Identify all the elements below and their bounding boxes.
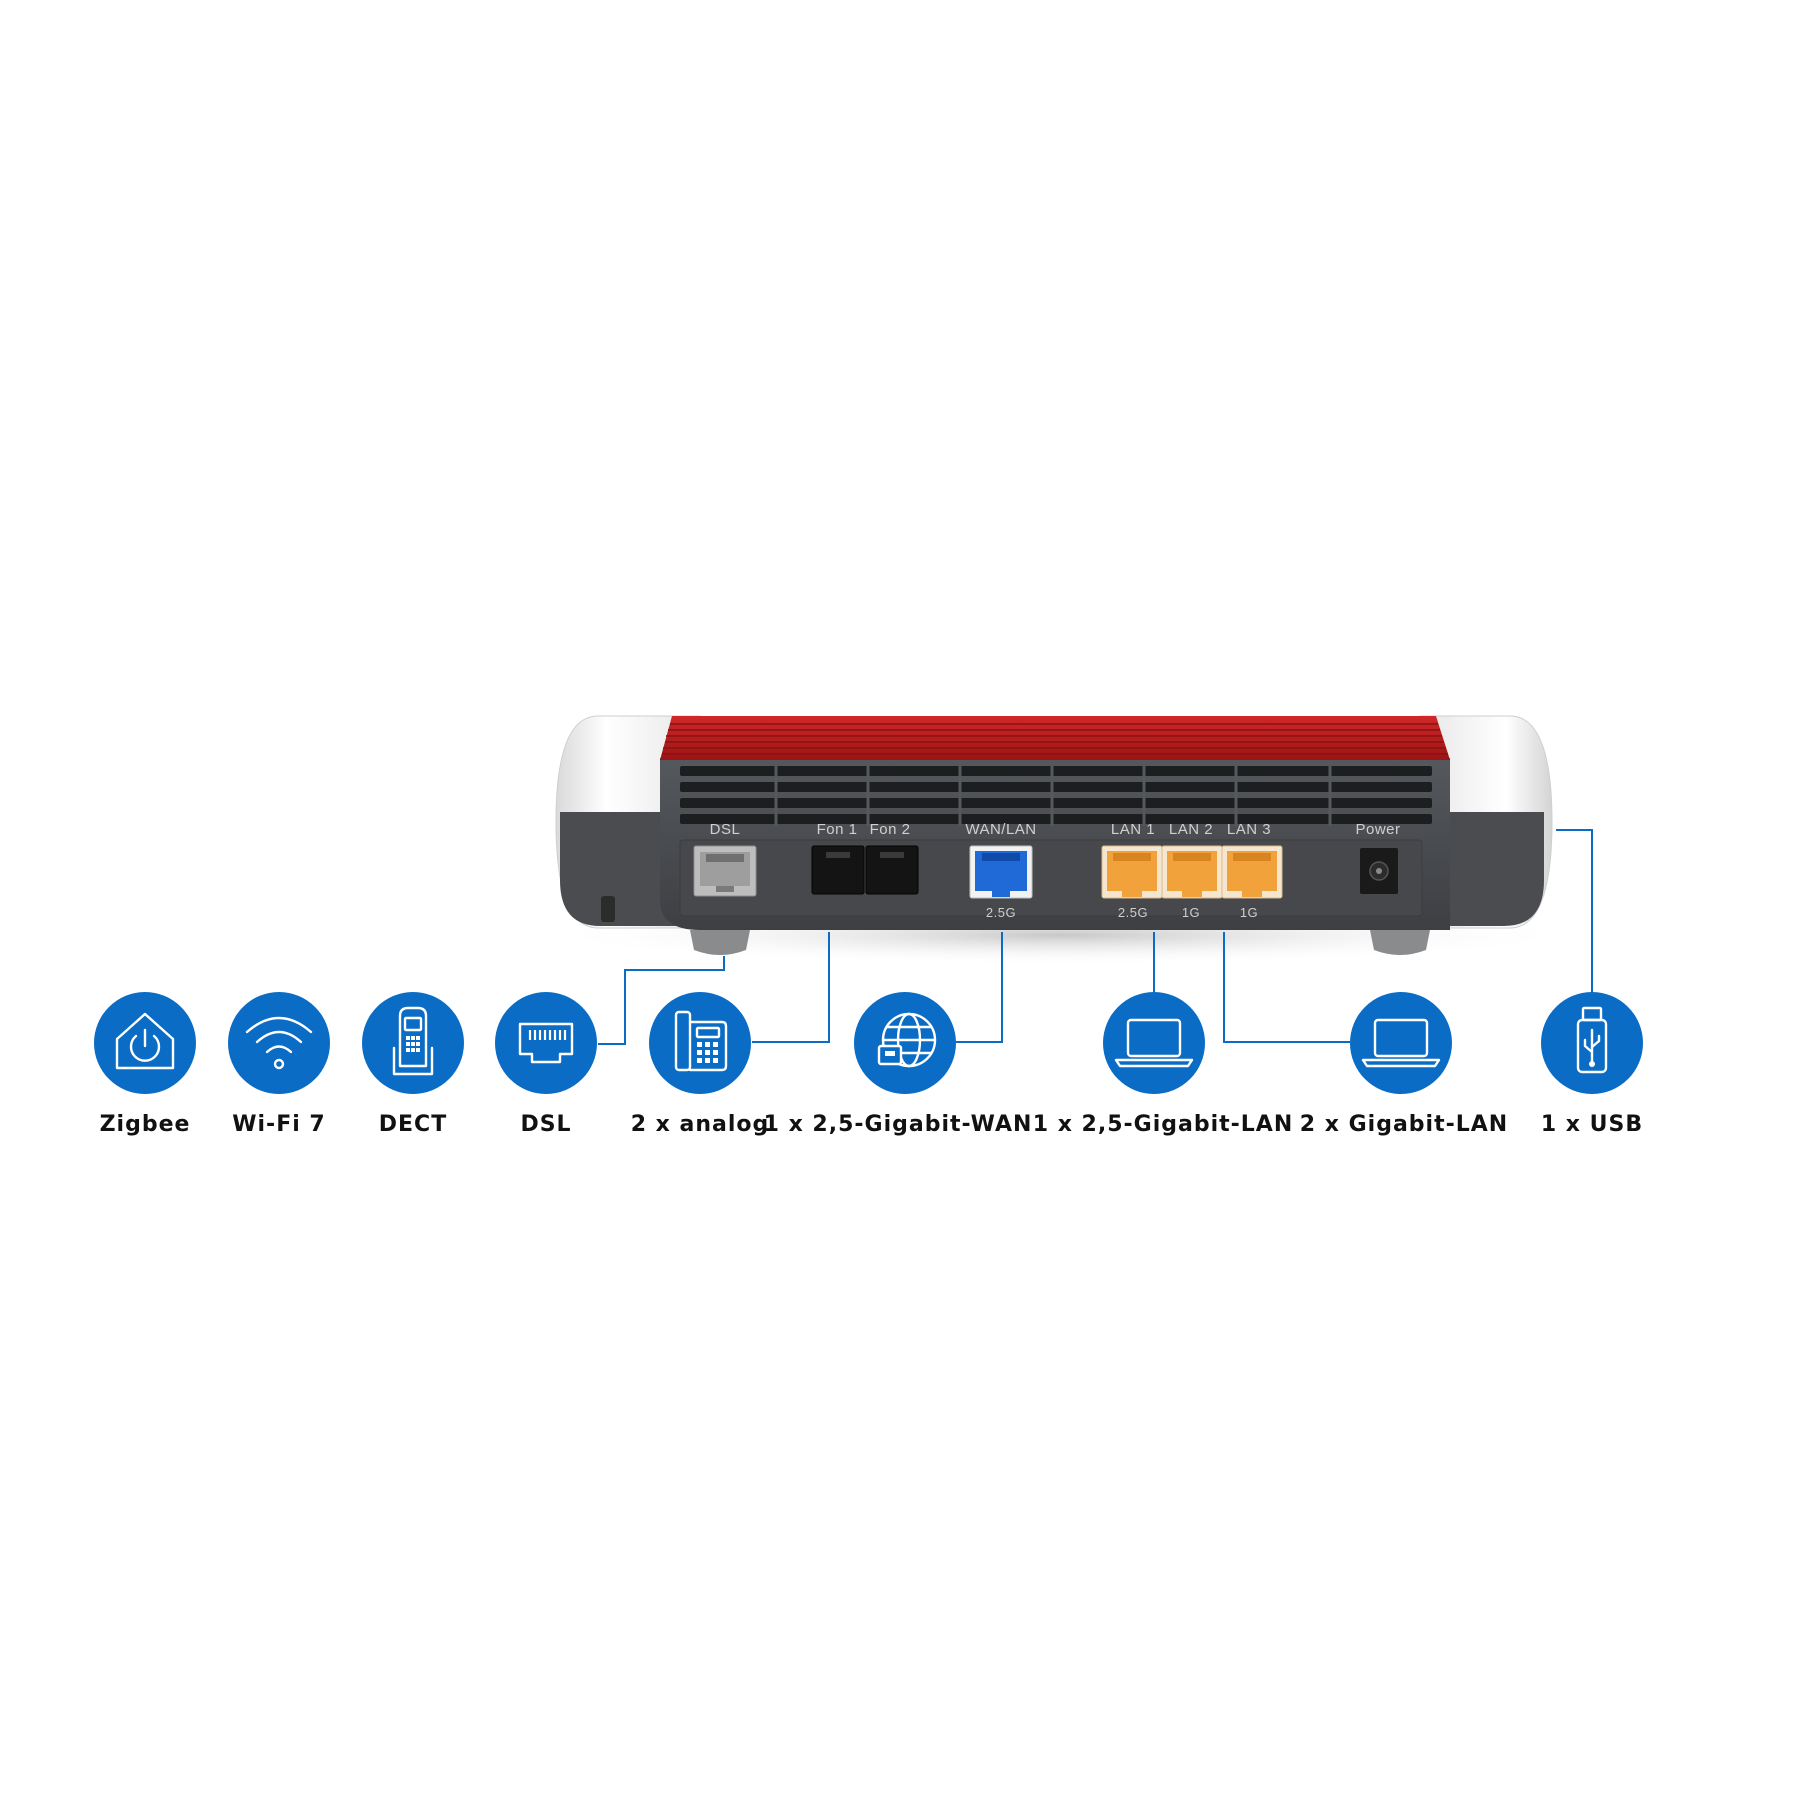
feature-zigbee: Zigbee: [94, 992, 196, 1137]
port-label-wanlan: WAN/LAN: [965, 821, 1036, 838]
usb-stick-icon: [1576, 1006, 1608, 1074]
wanlan-port[interactable]: [969, 845, 1033, 899]
dsl-port-icon: [518, 1022, 574, 1064]
port-label-power: Power: [1355, 821, 1400, 838]
feature-label: Wi-Fi 7: [232, 1112, 325, 1137]
feature-label: 2 x Gigabit-LAN: [1300, 1112, 1508, 1137]
speed-label-lan3: 1G: [1240, 905, 1258, 920]
connector-wan: [954, 932, 1003, 1043]
feature-circle: [1103, 992, 1205, 1094]
fon1-port[interactable]: [811, 845, 865, 895]
desk-phone-icon: [674, 1010, 728, 1072]
speed-label-lan1: 2.5G: [1118, 905, 1148, 920]
feature-usb: 1 x USB: [1541, 992, 1643, 1137]
lan2-port[interactable]: [1161, 845, 1223, 899]
feature-dsl: DSL: [495, 992, 597, 1137]
feature-lan-1g: 2 x Gigabit-LAN: [1300, 992, 1508, 1137]
feature-label: 1 x USB: [1541, 1112, 1643, 1137]
feature-label: Zigbee: [100, 1112, 191, 1137]
cable-clip: [601, 896, 615, 922]
laptop-icon: [1114, 1018, 1194, 1068]
globe-network-icon: [877, 1012, 937, 1068]
feature-lan-25g: 1 x 2,5-Gigabit-LAN: [1033, 992, 1294, 1137]
lan3-port[interactable]: [1221, 845, 1283, 899]
feature-label: DSL: [520, 1112, 571, 1137]
red-top-ridges: [662, 723, 1448, 755]
dect-handset-icon: [392, 1006, 434, 1076]
port-label-lan3: LAN 3: [1227, 821, 1271, 838]
connector-analog: [752, 932, 830, 1043]
feature-label: 1 x 2,5-Gigabit-WAN: [764, 1112, 1033, 1137]
feature-wifi: Wi-Fi 7: [228, 992, 330, 1137]
connector-usb: [1556, 829, 1593, 994]
router-red-top: [660, 716, 1450, 760]
feature-wan: 1 x 2,5-Gigabit-WAN: [764, 992, 1033, 1137]
lan1-port[interactable]: [1101, 845, 1163, 899]
port-panel: [679, 839, 1423, 917]
port-label-lan1: LAN 1: [1111, 821, 1155, 838]
feature-circle: [1350, 992, 1452, 1094]
feature-label: 2 x analog: [631, 1112, 770, 1137]
speed-label-lan2: 1G: [1182, 905, 1200, 920]
router-rear-view: DSL Fon 1 Fon 2 WAN/LAN LAN 1 LAN 2 LAN …: [540, 715, 1580, 965]
router-right-base-block: [1420, 812, 1544, 926]
vent-dividers: [774, 764, 1332, 826]
feature-circle: [495, 992, 597, 1094]
port-label-fon1: Fon 1: [817, 821, 858, 838]
feature-analog: 2 x analog: [631, 992, 770, 1137]
wifi-icon: [245, 1016, 313, 1070]
port-label-dsl: DSL: [710, 821, 741, 838]
connector-lines: [598, 829, 1593, 1045]
speed-label-wan: 2.5G: [986, 905, 1016, 920]
connector-lan23: [1223, 932, 1350, 1043]
feature-dect: DECT: [362, 992, 464, 1137]
laptop-icon: [1361, 1018, 1441, 1068]
router-foot-left: [690, 930, 750, 955]
feature-label: 1 x 2,5-Gigabit-LAN: [1033, 1112, 1294, 1137]
feature-label: DECT: [379, 1112, 447, 1137]
port-label-fon2: Fon 2: [870, 821, 911, 838]
feature-circle: [228, 992, 330, 1094]
fon2-port[interactable]: [865, 845, 919, 895]
feature-circle: [854, 992, 956, 1094]
router-foot-right: [1370, 930, 1430, 955]
dsl-port[interactable]: [693, 845, 757, 897]
port-label-lan2: LAN 2: [1169, 821, 1213, 838]
power-jack[interactable]: [1360, 848, 1398, 894]
connector-dsl: [598, 956, 725, 1045]
smart-home-power-icon: [115, 1012, 175, 1070]
